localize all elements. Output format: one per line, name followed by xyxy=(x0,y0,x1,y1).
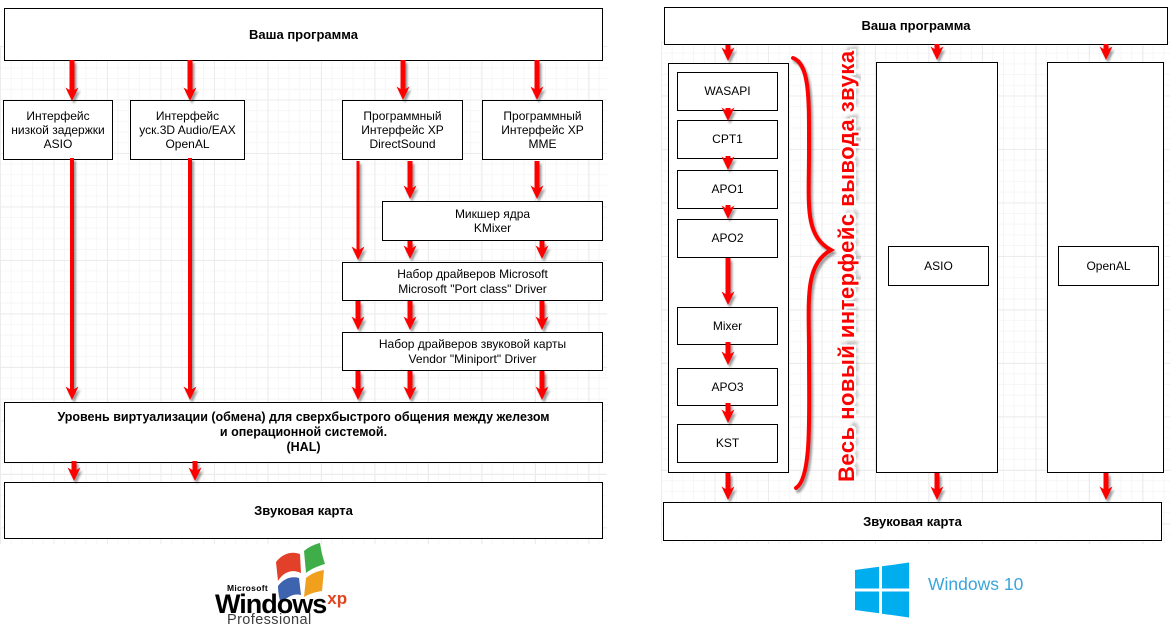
box-line: Интерфейс xyxy=(26,108,90,123)
microsoft-wordmark: Microsoft xyxy=(227,583,268,593)
box-label: CPT1 xyxy=(712,132,743,147)
windows10-flag-icon xyxy=(855,562,909,618)
xp-asio-interface-box: Интерфейс низкой задержки ASIO xyxy=(3,100,113,160)
box-label: KST xyxy=(715,436,740,451)
windows10-wordmark: Windows 10 xyxy=(928,574,1024,594)
box-line: (HAL) xyxy=(286,439,321,454)
box-label: Ваша программа xyxy=(249,26,358,42)
box-label: ASIO xyxy=(924,258,953,273)
windows-wordmark: Windowsxp xyxy=(215,589,348,620)
w10-mixer-box: Mixer xyxy=(677,307,778,345)
box-line: Микшер ядра xyxy=(454,206,531,221)
xp-directsound-box: Программный Интерфейс XP DirectSound xyxy=(342,100,463,160)
w10-apo2-box: APO2 xyxy=(677,219,778,258)
w10-cpt1-box: CPT1 xyxy=(677,120,778,159)
w10-kst-box: KST xyxy=(677,424,778,463)
xp-kmixer-box: Микшер ядра KMixer xyxy=(382,201,603,241)
box-line: Набор драйверов звуковой карты xyxy=(378,337,567,352)
box-line: KMixer xyxy=(473,221,512,235)
w10-openal-box: OpenAL xyxy=(1058,246,1159,286)
xp-miniport-driver-box: Набор драйверов звуковой карты Vendor "M… xyxy=(342,332,603,371)
xp-portclass-driver-box: Набор драйверов Microsoft Microsoft "Por… xyxy=(342,262,603,301)
box-line: Интерфейс xyxy=(155,108,220,123)
box-label: WASAPI xyxy=(704,84,751,99)
box-line: ASIO xyxy=(43,137,73,152)
box-label: Звуковая карта xyxy=(863,513,962,529)
box-line: Интерфейс XP xyxy=(361,122,444,137)
w10-apo3-box: APO3 xyxy=(677,368,778,406)
professional-text: Professional xyxy=(227,612,312,628)
box-label: APO2 xyxy=(711,231,744,246)
box-line: MME xyxy=(528,137,557,152)
w10-wasapi-box: WASAPI xyxy=(677,72,778,111)
xp-mme-box: Программный Интерфейс XP MME xyxy=(482,100,603,160)
box-line: Набор драйверов Microsoft xyxy=(397,267,548,282)
w10-apo1-box: APO1 xyxy=(677,170,778,209)
box-label: Звуковая карта xyxy=(254,502,353,518)
windows10-logo: Windows 10 xyxy=(855,560,1075,630)
new-audio-interface-label: Весь новый интерфейс вывода звука xyxy=(834,50,859,482)
box-label: OpenAL xyxy=(1086,258,1131,273)
box-line: Vendor "Miniport" Driver xyxy=(408,351,537,366)
box-line: Программный xyxy=(363,108,442,123)
box-line: и операционной системой. xyxy=(219,425,388,440)
box-label: Ваша программа xyxy=(861,18,971,34)
w10-sound-card-box: Звуковая карта xyxy=(663,502,1162,541)
box-line: Интерфейс XP xyxy=(501,122,584,137)
box-line: DirectSound xyxy=(369,137,436,152)
box-line: Уровень виртуализации (обмена) для сверх… xyxy=(57,410,550,425)
xp-your-program-box: Ваша программа xyxy=(4,8,603,61)
xp-edition-text: xp xyxy=(327,589,348,608)
box-line: OpenAL xyxy=(165,137,210,152)
box-label: APO1 xyxy=(711,182,744,197)
xp-hal-box: Уровень виртуализации (обмена) для сверх… xyxy=(4,402,603,463)
box-line: уск.3D Audio/EAX xyxy=(139,122,236,137)
xp-openal-interface-box: Интерфейс уск.3D Audio/EAX OpenAL xyxy=(130,100,245,160)
curly-brace xyxy=(791,56,836,490)
windows-xp-flag-icon xyxy=(276,543,325,604)
box-line: Microsoft "Port class" Driver xyxy=(398,281,547,296)
xp-sound-card-box: Звуковая карта xyxy=(4,482,603,539)
windows-xp-logo: Microsoft Windowsxp Professional xyxy=(213,540,363,638)
windows-text: Windows xyxy=(215,589,327,619)
w10-asio-box: ASIO xyxy=(888,246,989,286)
box-label: APO3 xyxy=(711,379,744,394)
box-line: низкой задержки xyxy=(11,122,105,137)
box-label: Mixer xyxy=(712,318,743,333)
w10-your-program-box: Ваша программа xyxy=(664,7,1168,45)
box-line: Программный xyxy=(503,108,582,123)
